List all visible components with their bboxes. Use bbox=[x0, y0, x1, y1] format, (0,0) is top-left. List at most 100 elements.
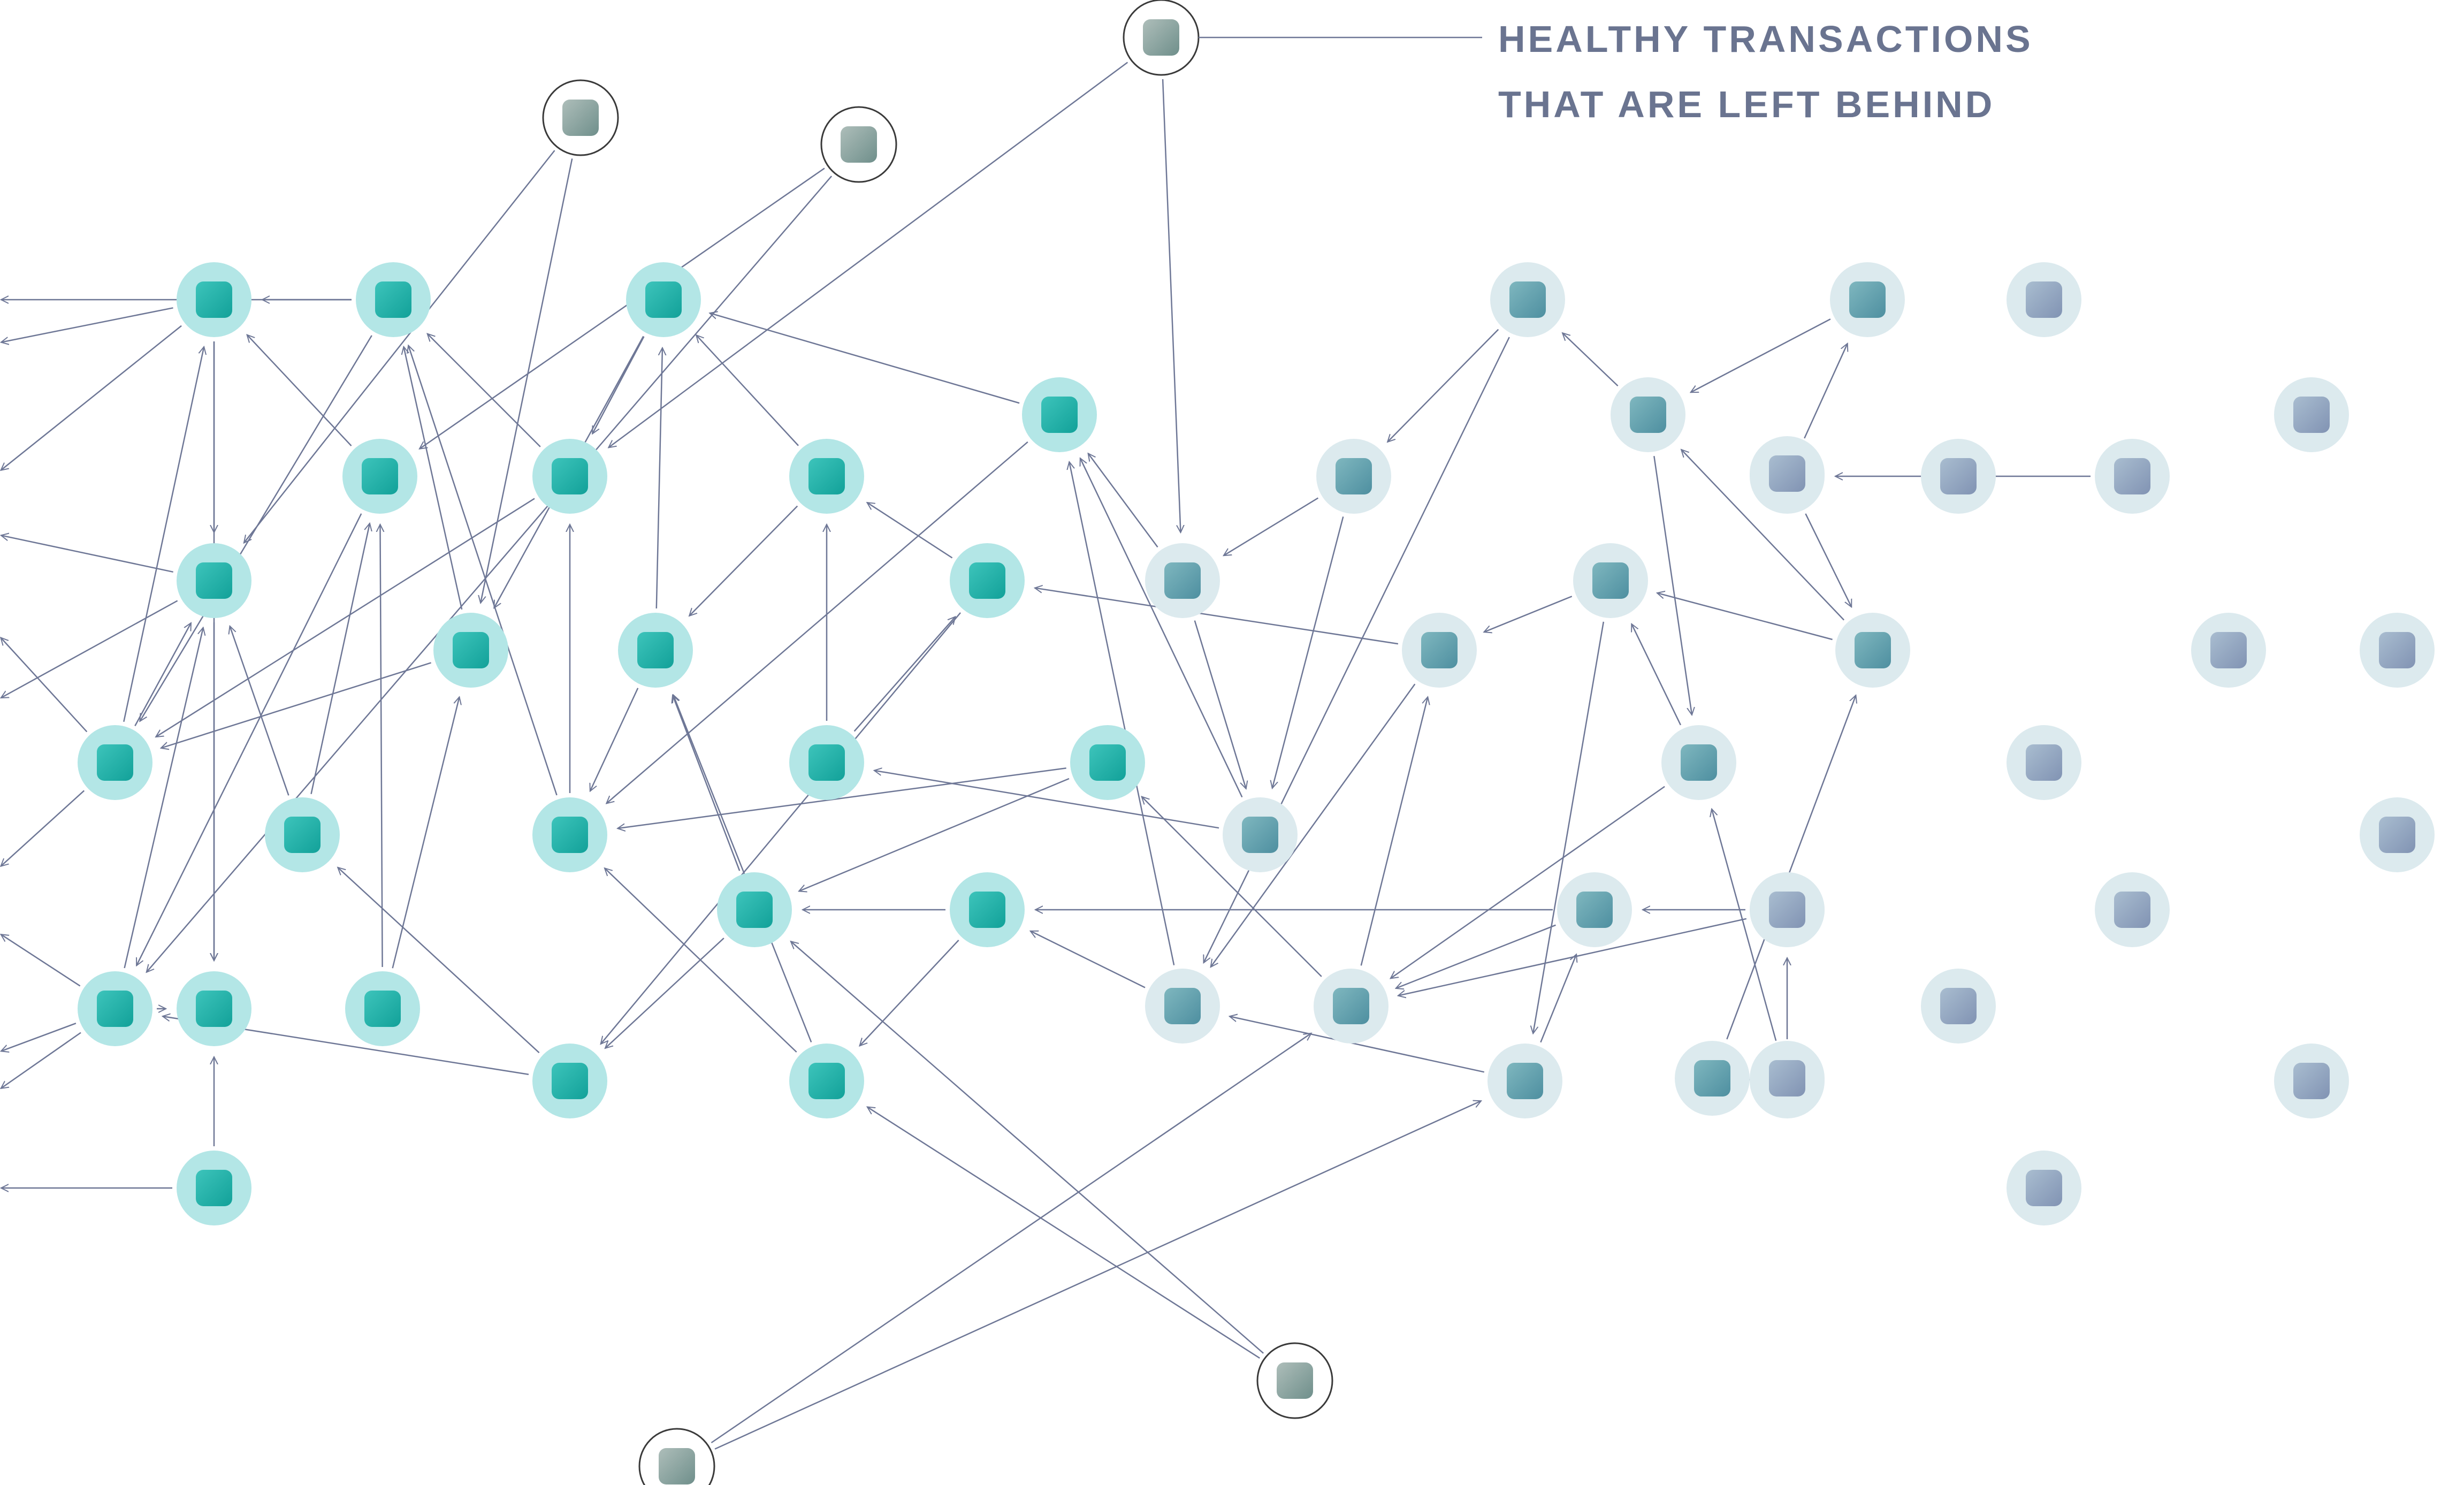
edge-M2-to-L2 bbox=[1805, 513, 1852, 607]
edge-G5-to-E3 bbox=[799, 778, 1070, 891]
transaction-node-L1 bbox=[1611, 377, 1685, 452]
edge-M3-to-L2 bbox=[1726, 695, 1856, 1040]
edge-B2-to-A2 bbox=[124, 628, 203, 969]
edge-F2-to-D2 bbox=[605, 868, 797, 1053]
edge-G2-to-D3 bbox=[601, 612, 961, 1044]
transaction-node-B3 bbox=[177, 1151, 251, 1225]
transaction-node-J2 bbox=[1487, 1044, 1562, 1118]
transaction-node-N10 bbox=[1921, 969, 1996, 1044]
edge-C4-to-C1 bbox=[403, 347, 463, 610]
edge-P2-to-C4 bbox=[480, 158, 573, 603]
transaction-node-P3-left-behind bbox=[820, 106, 897, 183]
edge-layer bbox=[1, 62, 2091, 1450]
edge-C5-to-C2 bbox=[380, 524, 382, 968]
transaction-node-D2 bbox=[532, 797, 607, 872]
node-square bbox=[552, 817, 588, 853]
edge-K3-to-K2 bbox=[1631, 624, 1682, 726]
transaction-node-F2 bbox=[789, 1044, 864, 1118]
edge-I3-to-I2 bbox=[1360, 697, 1428, 966]
edge-G4-to-F2 bbox=[860, 940, 959, 1046]
node-square bbox=[1592, 562, 1629, 599]
node-square bbox=[1242, 817, 1278, 853]
node-square bbox=[1940, 988, 1977, 1024]
node-square bbox=[196, 1170, 232, 1206]
node-square bbox=[196, 562, 232, 599]
transaction-node-C3 bbox=[265, 797, 340, 872]
node-square bbox=[808, 744, 845, 781]
transaction-node-E1 bbox=[626, 262, 701, 337]
edge-G1-to-E1 bbox=[710, 313, 1020, 404]
edge-K2-to-I2 bbox=[1484, 596, 1573, 632]
node-square bbox=[1164, 988, 1201, 1024]
edge-H3-to-G1 bbox=[1069, 462, 1175, 965]
node-square bbox=[552, 458, 588, 494]
transaction-node-P1-left-behind bbox=[1123, 0, 1200, 76]
edge-J2-to-J1 bbox=[1540, 954, 1576, 1043]
transaction-node-E3 bbox=[717, 872, 792, 947]
edge-I1-to-H1 bbox=[1224, 497, 1319, 556]
transaction-node-G1 bbox=[1022, 377, 1097, 452]
edge-stub-2 bbox=[1, 535, 173, 573]
edge-E1-to-D1 bbox=[592, 336, 645, 434]
edge-E3-to-D3 bbox=[605, 938, 724, 1048]
node-square bbox=[1849, 281, 1886, 318]
transaction-node-N3 bbox=[1921, 439, 1996, 514]
edge-K2-to-J2 bbox=[1533, 621, 1605, 1033]
edge-G3-to-G2 bbox=[853, 616, 956, 732]
edge-C3-to-C2 bbox=[310, 523, 369, 795]
edge-stub-4 bbox=[1, 637, 88, 733]
transaction-node-G4 bbox=[950, 872, 1025, 947]
transaction-node-K3 bbox=[1661, 725, 1736, 800]
edge-G5-to-D2 bbox=[617, 767, 1066, 828]
edge-C3-to-A2 bbox=[230, 626, 289, 796]
transaction-node-N6 bbox=[2360, 613, 2435, 688]
edge-stub-0 bbox=[1, 307, 173, 342]
transaction-node-H1 bbox=[1145, 543, 1220, 618]
transaction-node-H3 bbox=[1145, 969, 1220, 1044]
transaction-node-N15 bbox=[1750, 1041, 1825, 1116]
node-square bbox=[552, 1063, 588, 1099]
node-square bbox=[1940, 458, 1977, 494]
edge-M1-to-L1 bbox=[1691, 318, 1831, 393]
node-square bbox=[1509, 281, 1546, 318]
transaction-node-A2 bbox=[177, 543, 251, 618]
node-square bbox=[659, 1448, 695, 1484]
transaction-node-C4 bbox=[433, 613, 508, 688]
left-behind-callout: HEALTHY TRANSACTIONS THAT ARE LEFT BEHIN… bbox=[1498, 6, 2033, 137]
node-square bbox=[1681, 744, 1717, 781]
edge-H1-to-H2 bbox=[1194, 620, 1246, 789]
edge-D2-to-C1 bbox=[408, 345, 558, 796]
edge-H3-to-G4 bbox=[1031, 930, 1146, 988]
edge-G2-to-F1 bbox=[867, 502, 953, 559]
node-square bbox=[1855, 632, 1891, 668]
edge-L2-to-K2 bbox=[1657, 593, 1833, 641]
edge-F1-to-E2 bbox=[689, 505, 798, 616]
node-square bbox=[196, 281, 232, 318]
transaction-node-P5-left-behind bbox=[1256, 1342, 1333, 1419]
edge-H1-to-G1 bbox=[1088, 453, 1158, 548]
transaction-node-L2 bbox=[1835, 613, 1910, 688]
node-square bbox=[645, 281, 682, 318]
node-layer bbox=[78, 0, 2435, 1485]
edge-B1-to-A1 bbox=[123, 347, 204, 722]
edge-K4-to-I3 bbox=[1398, 918, 1747, 996]
edge-P1-to-D1 bbox=[608, 62, 1128, 447]
node-square bbox=[2210, 632, 2247, 668]
transaction-node-E2 bbox=[618, 613, 693, 688]
edge-stub-7 bbox=[1, 1023, 77, 1051]
transaction-node-G2 bbox=[950, 543, 1025, 618]
transaction-node-G5 bbox=[1070, 725, 1145, 800]
transaction-node-N8 bbox=[2360, 797, 2435, 872]
node-square bbox=[97, 991, 133, 1027]
edge-P5-to-E3 bbox=[791, 941, 1264, 1354]
node-square bbox=[284, 817, 321, 853]
transaction-node-B1 bbox=[78, 725, 152, 800]
node-square bbox=[364, 991, 401, 1027]
transaction-node-N12 bbox=[2274, 1044, 2349, 1118]
node-square bbox=[1089, 744, 1126, 781]
node-square bbox=[841, 126, 877, 163]
node-square bbox=[808, 1063, 845, 1099]
node-square bbox=[1333, 988, 1369, 1024]
transaction-node-N4 bbox=[2095, 439, 2170, 514]
